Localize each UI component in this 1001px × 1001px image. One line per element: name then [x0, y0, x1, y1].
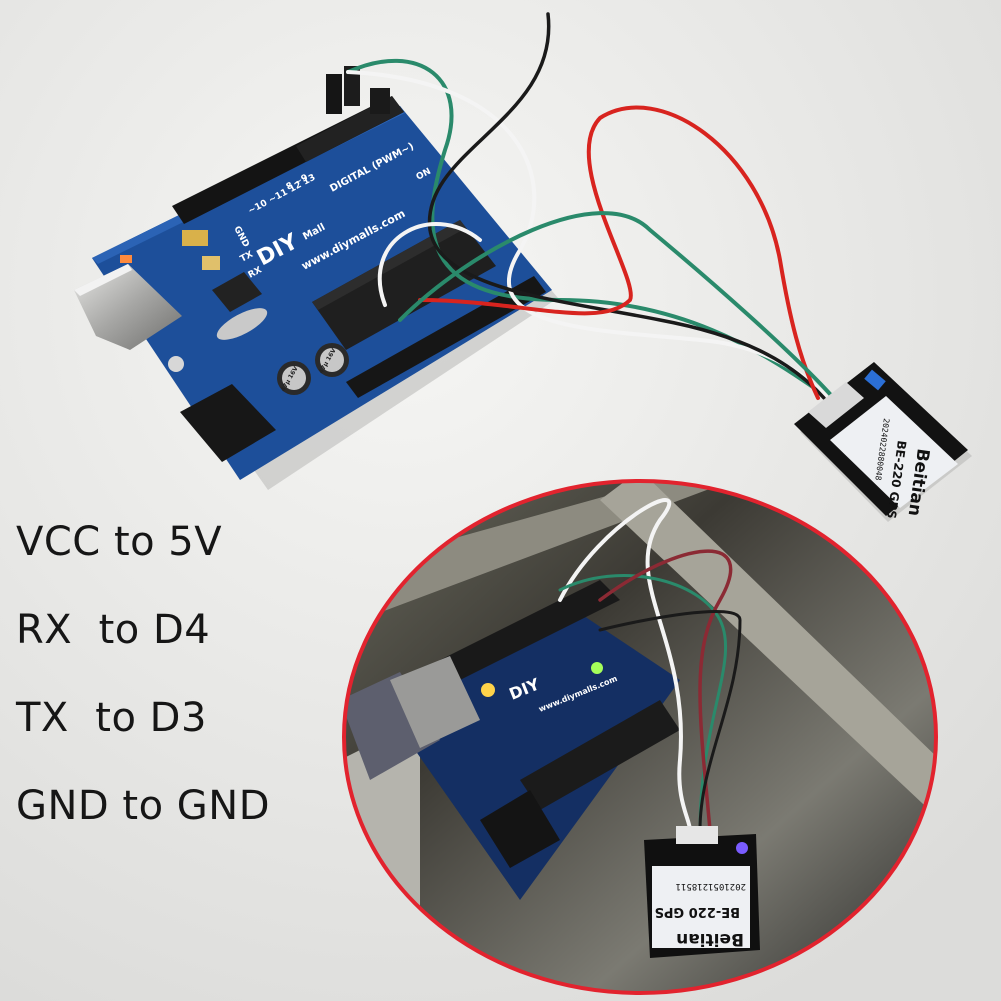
atmega-chip: [312, 220, 496, 350]
wiring-note-tx: TX to D3: [16, 695, 207, 741]
inset-gps-serial: 2021051218511: [676, 881, 746, 891]
inset-frame: [342, 479, 938, 995]
jumper-wires: [346, 12, 832, 400]
gps-module: Beitian BE-220 GPS 2024022880048: [794, 362, 972, 522]
wiring-note-gnd: GND to GND: [16, 783, 271, 829]
wiring-note-vcc: VCC to 5V: [16, 519, 223, 565]
inset-gps-model: BE-220 GPS: [655, 904, 740, 919]
wiring-note-rx: RX to D4: [16, 607, 211, 653]
pcb: [92, 106, 552, 480]
inset-gps-sticker: [652, 866, 750, 948]
dc-jack: [180, 384, 276, 462]
inset-gps-brand: Beitian: [676, 929, 744, 949]
gps-label-sticker: [830, 396, 958, 508]
wiring-instructions: VCC to 5V RX to D4 TX to D3 GND to GND: [16, 522, 270, 874]
